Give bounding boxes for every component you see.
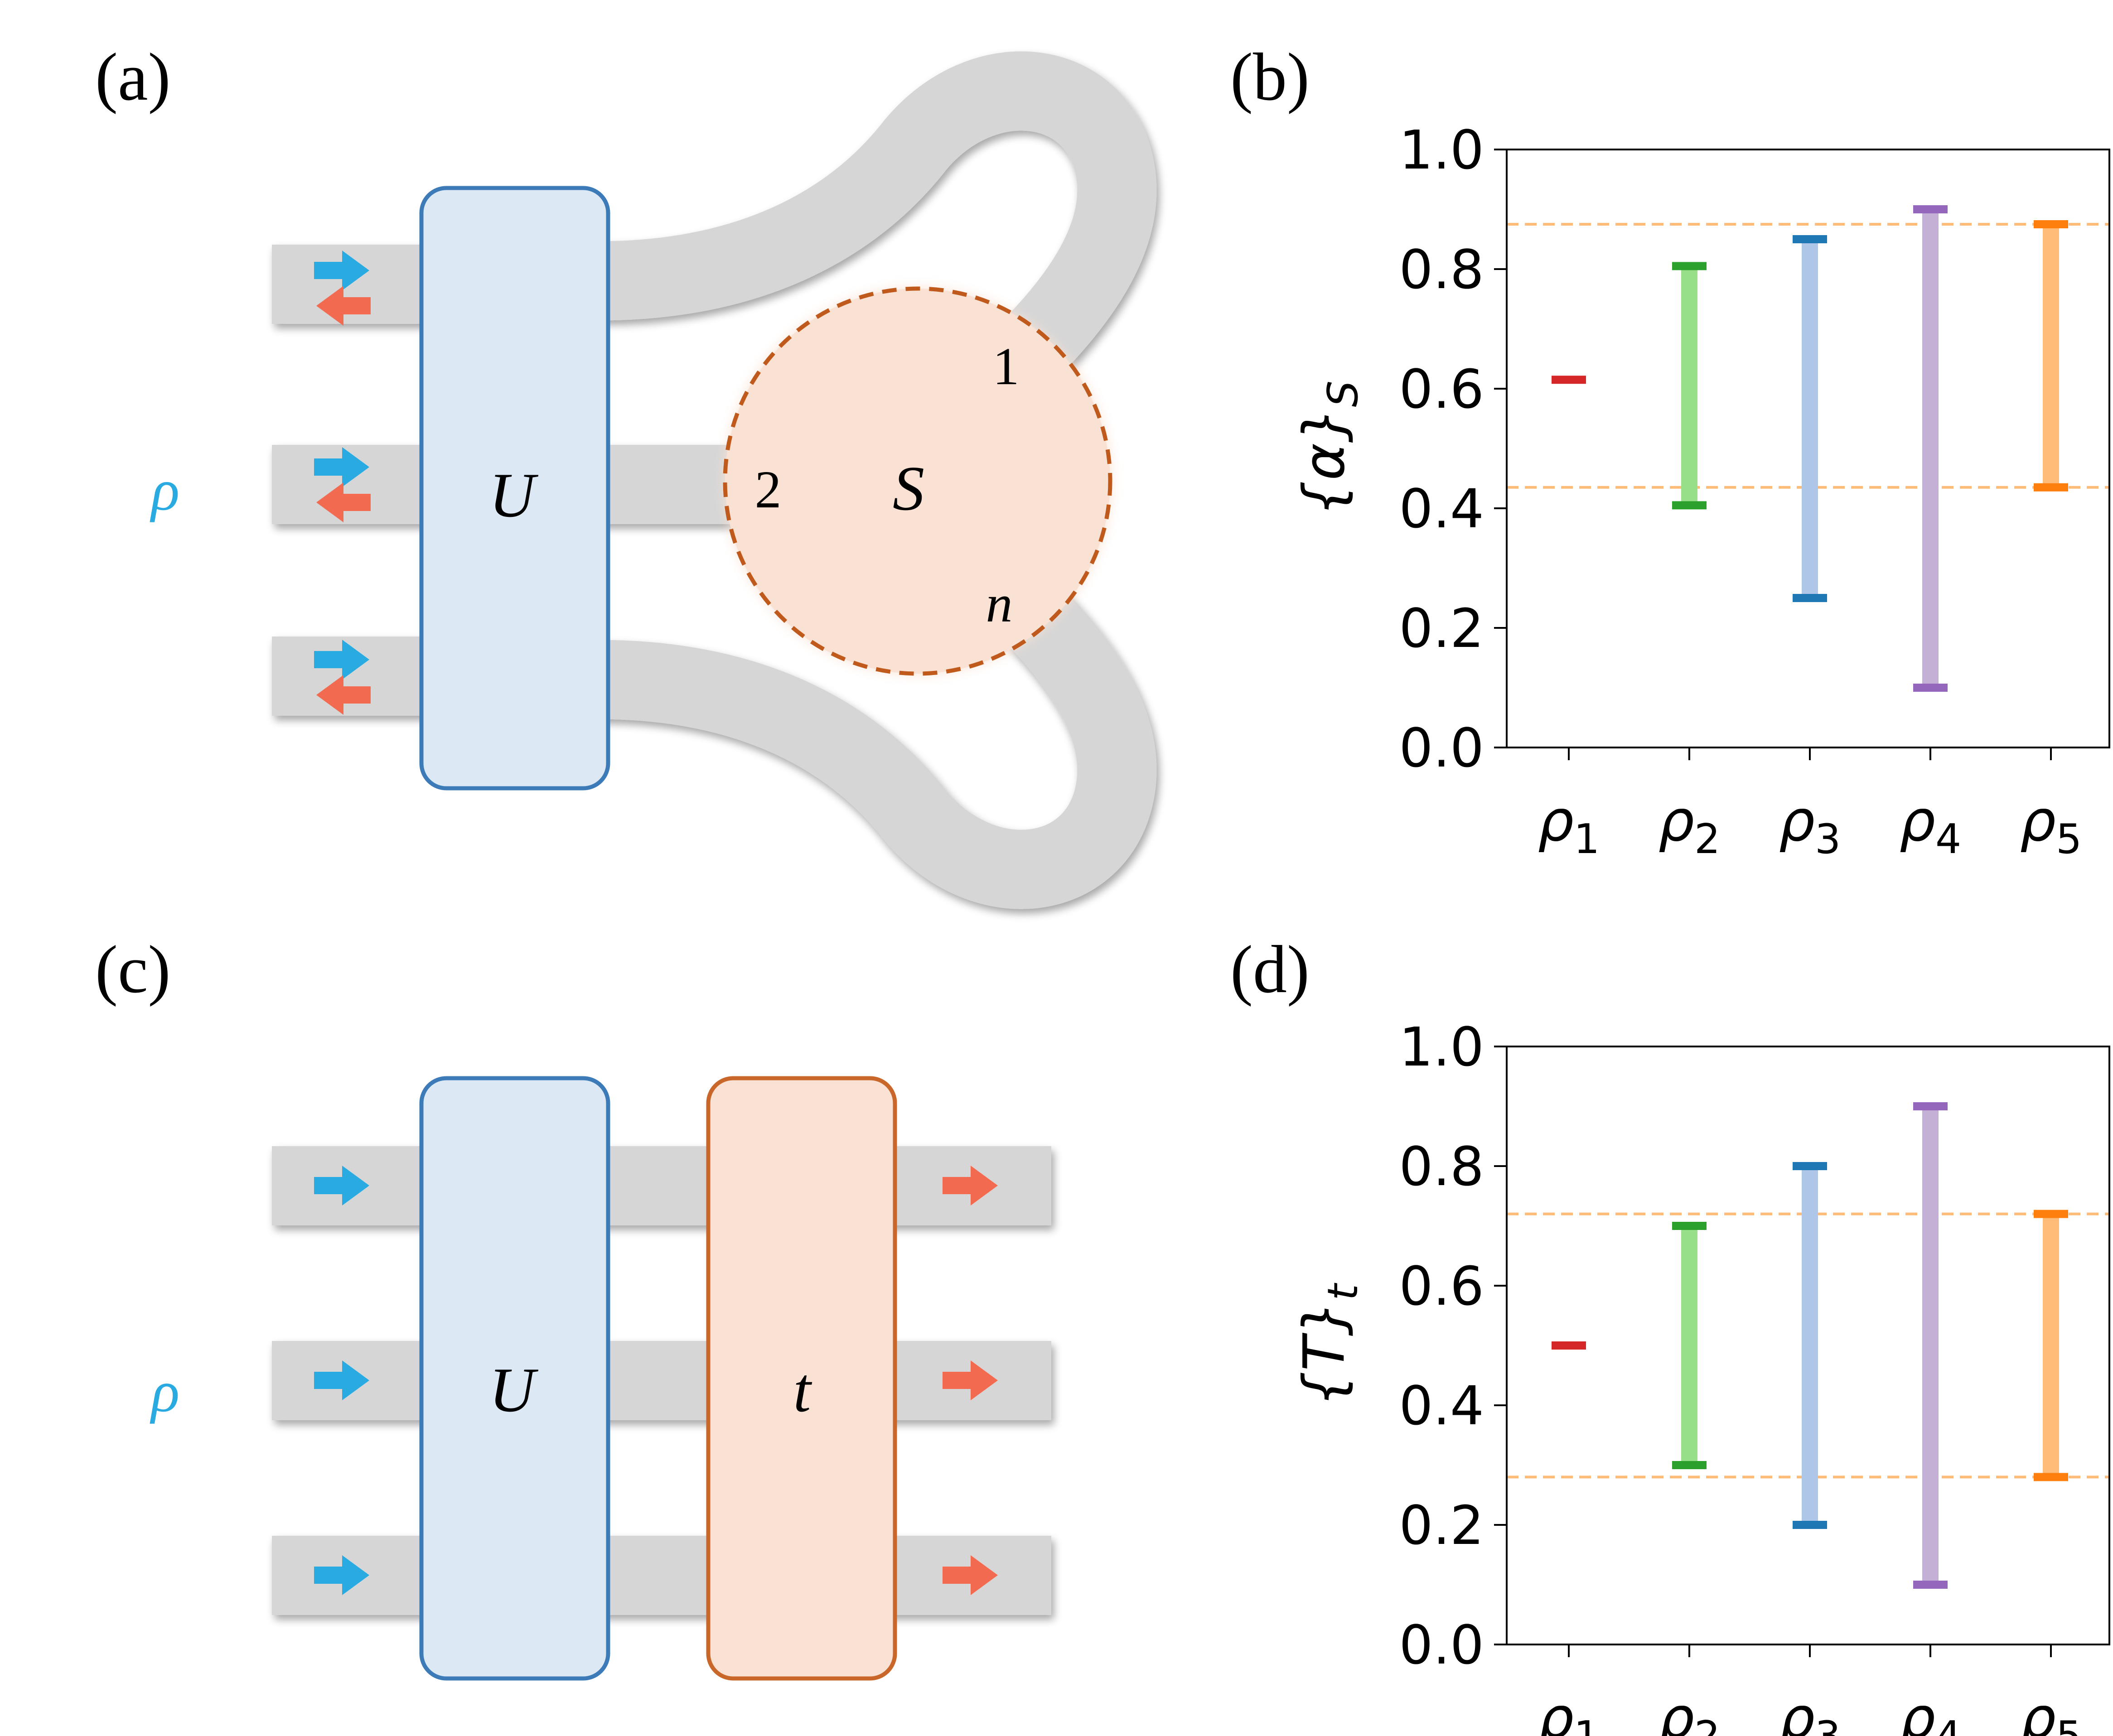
forward-arrow-icon — [314, 1360, 369, 1400]
x-tick-label: ρ4 — [1900, 1685, 1962, 1736]
sample-a: 1 2 n S — [723, 286, 1112, 676]
y-axis-label: {T}t — [1291, 1283, 1367, 1407]
waveguide-c-2 — [272, 1341, 1051, 1420]
x-tick-label: ρ3 — [1779, 1685, 1841, 1736]
y-tick-label: 0.6 — [1399, 358, 1484, 420]
axes-frame — [1506, 1046, 2110, 1645]
chart-d: 0.0 0.2 0.4 0.6 0.8 1.0 ρ1 ρ2 ρ3 ρ4 ρ5 {T}t — [1291, 1016, 2110, 1736]
y-tick-label: 0.8 — [1399, 1135, 1484, 1198]
backward-arrow-icon — [316, 286, 371, 326]
port-label-2: 2 — [755, 460, 782, 519]
y-tick-label: 0.2 — [1399, 597, 1484, 660]
forward-arrow-icon — [314, 1555, 369, 1595]
panel-d-label: (d) — [1230, 932, 1310, 1007]
waveguide-loop-top — [598, 51, 1157, 410]
x-tick-label: ρ4 — [1900, 788, 1962, 863]
forward-arrow-icon — [314, 1166, 369, 1206]
arrows-c-in — [314, 1166, 369, 1595]
x-tick-label: ρ1 — [1538, 788, 1600, 863]
rho-label-a: ρ — [150, 458, 179, 523]
y-tick-label: 0.8 — [1399, 238, 1484, 301]
y-tick-label: 1.0 — [1399, 1016, 1484, 1078]
x-tick-label: ρ5 — [2020, 788, 2082, 863]
y-tick-label: 0.2 — [1399, 1494, 1484, 1557]
panel-c: (c) U t ρ — [95, 932, 1051, 1681]
panel-a: (a) — [95, 39, 1157, 909]
unitary-box-a — [419, 186, 610, 791]
output-arrow-icon — [943, 1166, 998, 1206]
waveguides-c — [272, 1146, 1051, 1615]
x-tick-label: ρ2 — [1658, 788, 1721, 863]
transmission-box — [706, 1076, 897, 1681]
y-tick-label: 0.4 — [1399, 1374, 1484, 1437]
arrows-c-out — [943, 1166, 998, 1595]
backward-arrow-icon — [316, 482, 371, 522]
arrow-pair-a-2 — [314, 447, 371, 522]
output-arrow-icon — [943, 1555, 998, 1595]
waveguide-loop-bottom — [598, 550, 1157, 909]
waveguide-a-mid-right — [598, 445, 743, 524]
arrow-pair-a-3 — [314, 640, 371, 715]
panel-c-label: (c) — [95, 932, 170, 1007]
unitary-label-a: U — [489, 460, 538, 530]
x-tick-label: ρ5 — [2020, 1685, 2082, 1736]
waveguide-c-3 — [272, 1536, 1051, 1615]
waveguide-c-1 — [272, 1146, 1051, 1225]
x-tick-label: ρ3 — [1779, 788, 1841, 863]
y-axis-label: {α}S — [1291, 381, 1367, 516]
x-tick-label: ρ1 — [1538, 1685, 1600, 1736]
sample-label: S — [893, 453, 924, 524]
forward-arrow-icon — [314, 640, 369, 680]
unitary-label-c: U — [489, 1355, 538, 1425]
output-arrow-icon — [943, 1360, 998, 1400]
transmission-label: t — [793, 1355, 812, 1425]
y-tick-label: 1.0 — [1399, 119, 1484, 181]
unitary-box-c — [419, 1076, 610, 1681]
chart-b: 0.0 0.2 0.4 0.6 0.8 1.0 ρ1 ρ2 ρ3 ρ4 ρ5 {α}S — [1291, 119, 2110, 863]
sample-circle — [725, 289, 1110, 674]
waveguides-a — [272, 51, 1157, 909]
panel-a-label: (a) — [95, 39, 170, 115]
panel-b-label: (b) — [1230, 39, 1310, 115]
y-tick-label: 0.4 — [1399, 477, 1484, 540]
axes-frame — [1506, 149, 2110, 748]
forward-arrow-icon — [314, 447, 369, 487]
forward-arrow-icon — [314, 251, 369, 290]
x-tick-label: ρ2 — [1658, 1685, 1721, 1736]
y-tick-label: 0.0 — [1399, 1614, 1484, 1676]
y-tick-label: 0.6 — [1399, 1255, 1484, 1317]
arrow-pair-a-1 — [314, 251, 371, 326]
arrows-a — [314, 251, 371, 715]
rho-label-c: ρ — [150, 1359, 179, 1424]
backward-arrow-icon — [316, 675, 371, 715]
sample-circle-outline — [723, 286, 1112, 676]
y-tick-label: 0.0 — [1399, 717, 1484, 779]
port-label-1: 1 — [993, 337, 1020, 396]
port-label-n: n — [986, 574, 1013, 633]
